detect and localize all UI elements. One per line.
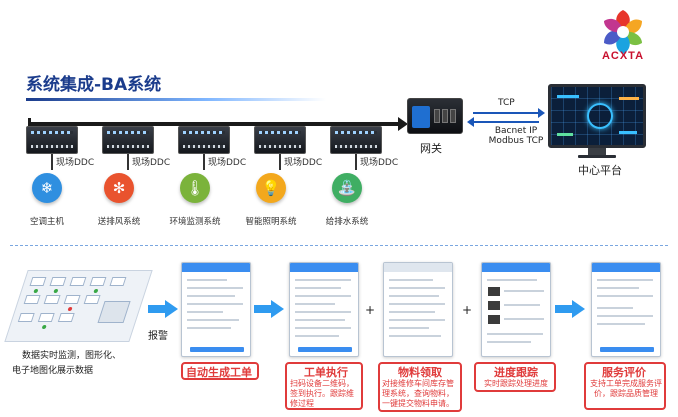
ddc-label-1: 现场DDC xyxy=(56,158,95,168)
floor-map xyxy=(4,270,153,342)
ddc-unit-2 xyxy=(102,126,154,154)
step-title-5: 服务评价 xyxy=(602,366,646,379)
phone-workorder-execute xyxy=(289,262,359,357)
modbus-label: Modbus TCP xyxy=(488,136,544,146)
fan-icon: ✻ xyxy=(104,173,134,203)
field-bus-line xyxy=(28,117,408,131)
ddc-label-3: 现场DDC xyxy=(208,158,247,168)
step-title-1: 自动生成工单 xyxy=(186,366,252,379)
plus-sign-2: + xyxy=(462,303,473,317)
subsystem-label-4: 智能照明系统 xyxy=(245,217,297,227)
phone-material-pickup xyxy=(383,262,453,357)
phone-service-rating xyxy=(591,262,661,357)
tcp-label: TCP xyxy=(498,98,515,108)
ddc-label-4: 现场DDC xyxy=(284,158,323,168)
step-box-1 xyxy=(181,362,259,380)
flow-arrow-2 xyxy=(555,300,585,318)
center-platform-label: 中心平台 xyxy=(578,164,622,177)
ddc-stem-4 xyxy=(279,154,281,170)
step-desc-3: 对接维修车间库存管理系统，查询物料，一键提交物料申请。 xyxy=(382,379,454,408)
monitor-label-line-2: 电子地图化展示数据 xyxy=(12,366,94,376)
center-platform-monitor xyxy=(548,84,646,148)
subsystem-label-2: 送排风系统 xyxy=(97,217,141,227)
step-box-4 xyxy=(474,362,556,392)
step-desc-2: 扫码设备二维码，签到执行。跟踪维修过程 xyxy=(290,379,354,408)
ddc-stem-2 xyxy=(127,154,129,170)
faucet-icon: ⛲ xyxy=(332,173,362,203)
monitor-base xyxy=(578,155,616,158)
subsystem-label-5: 给排水系统 xyxy=(325,217,369,227)
section-divider xyxy=(10,245,668,246)
plus-sign-1: + xyxy=(365,303,376,317)
ddc-unit-3 xyxy=(178,126,230,154)
snowflake-icon: ❄ xyxy=(32,173,62,203)
thermometer-icon: 🌡 xyxy=(180,173,210,203)
phone-progress-tracking xyxy=(481,262,551,357)
ddc-unit-4 xyxy=(254,126,306,154)
step-box-3 xyxy=(378,362,462,412)
step-box-2 xyxy=(285,362,363,410)
gateway-label: 网关 xyxy=(420,142,442,155)
acxta-logo xyxy=(604,10,642,54)
ddc-stem-5 xyxy=(355,154,357,170)
monitor-label-line-1: 数据实时监测，图形化、 xyxy=(22,351,122,361)
alarm-arrow xyxy=(148,300,178,318)
arrow-center-to-gateway xyxy=(467,117,539,127)
step-desc-5: 支持工单完成服务评价，跟踪品质管理 xyxy=(590,379,662,398)
alarm-label: 报警 xyxy=(148,331,168,342)
page-title: 系统集成-BA系统 xyxy=(26,75,162,95)
ddc-stem-3 xyxy=(203,154,205,170)
ddc-unit-5 xyxy=(330,126,382,154)
bacnet-label: Bacnet IP xyxy=(494,126,538,136)
subsystem-label-3: 环境监测系统 xyxy=(169,217,221,227)
step-box-5 xyxy=(584,362,666,410)
gateway-device xyxy=(407,98,463,134)
step-title-4: 进度跟踪 xyxy=(494,366,538,379)
title-underline xyxy=(26,98,326,101)
ddc-label-5: 现场DDC xyxy=(360,158,399,168)
protocol-label: Bacnet IP Modbus TCP xyxy=(483,126,549,146)
ddc-label-2: 现场DDC xyxy=(132,158,171,168)
step-title-2: 工单执行 xyxy=(304,366,348,379)
subsystem-label-1: 空调主机 xyxy=(29,217,64,227)
ddc-unit-1 xyxy=(26,126,78,154)
ddc-stem-1 xyxy=(51,154,53,170)
phone-auto-workorder xyxy=(181,262,251,357)
step-desc-4: 实时跟踪处理进度 xyxy=(484,379,548,388)
flow-arrow-1 xyxy=(254,300,284,318)
step-title-3: 物料领取 xyxy=(398,366,442,379)
logo-text: ACXTA xyxy=(601,50,645,62)
bulb-icon: 💡 xyxy=(256,173,286,203)
arrow-gateway-to-center xyxy=(473,108,545,118)
monitor-stand xyxy=(588,148,606,156)
